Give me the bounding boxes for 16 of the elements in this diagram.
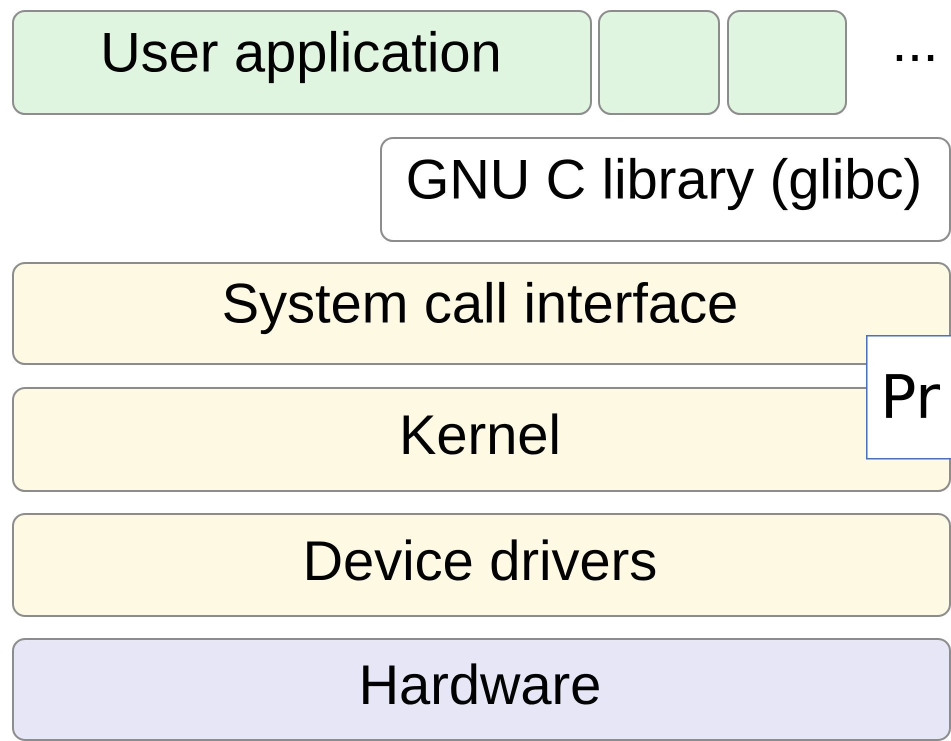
layer-box bbox=[598, 10, 720, 115]
layer-box bbox=[727, 10, 847, 115]
node-label: System call interface bbox=[224, 282, 736, 334]
node-label: Device drivers bbox=[307, 539, 656, 581]
ellipsis: ... bbox=[896, 55, 934, 61]
layer-box bbox=[12, 262, 951, 365]
layer-box bbox=[12, 513, 951, 617]
layer-box bbox=[12, 638, 951, 741]
layer-box bbox=[380, 137, 951, 242]
node-label: GNU C library (glibc) bbox=[408, 158, 919, 210]
node-label: Hardware bbox=[363, 663, 599, 705]
node-label: User application bbox=[104, 30, 498, 84]
text-box bbox=[866, 335, 951, 460]
node-label: Kernel bbox=[404, 413, 558, 455]
node-label: Pr bbox=[886, 374, 940, 418]
layer-box bbox=[12, 10, 592, 115]
